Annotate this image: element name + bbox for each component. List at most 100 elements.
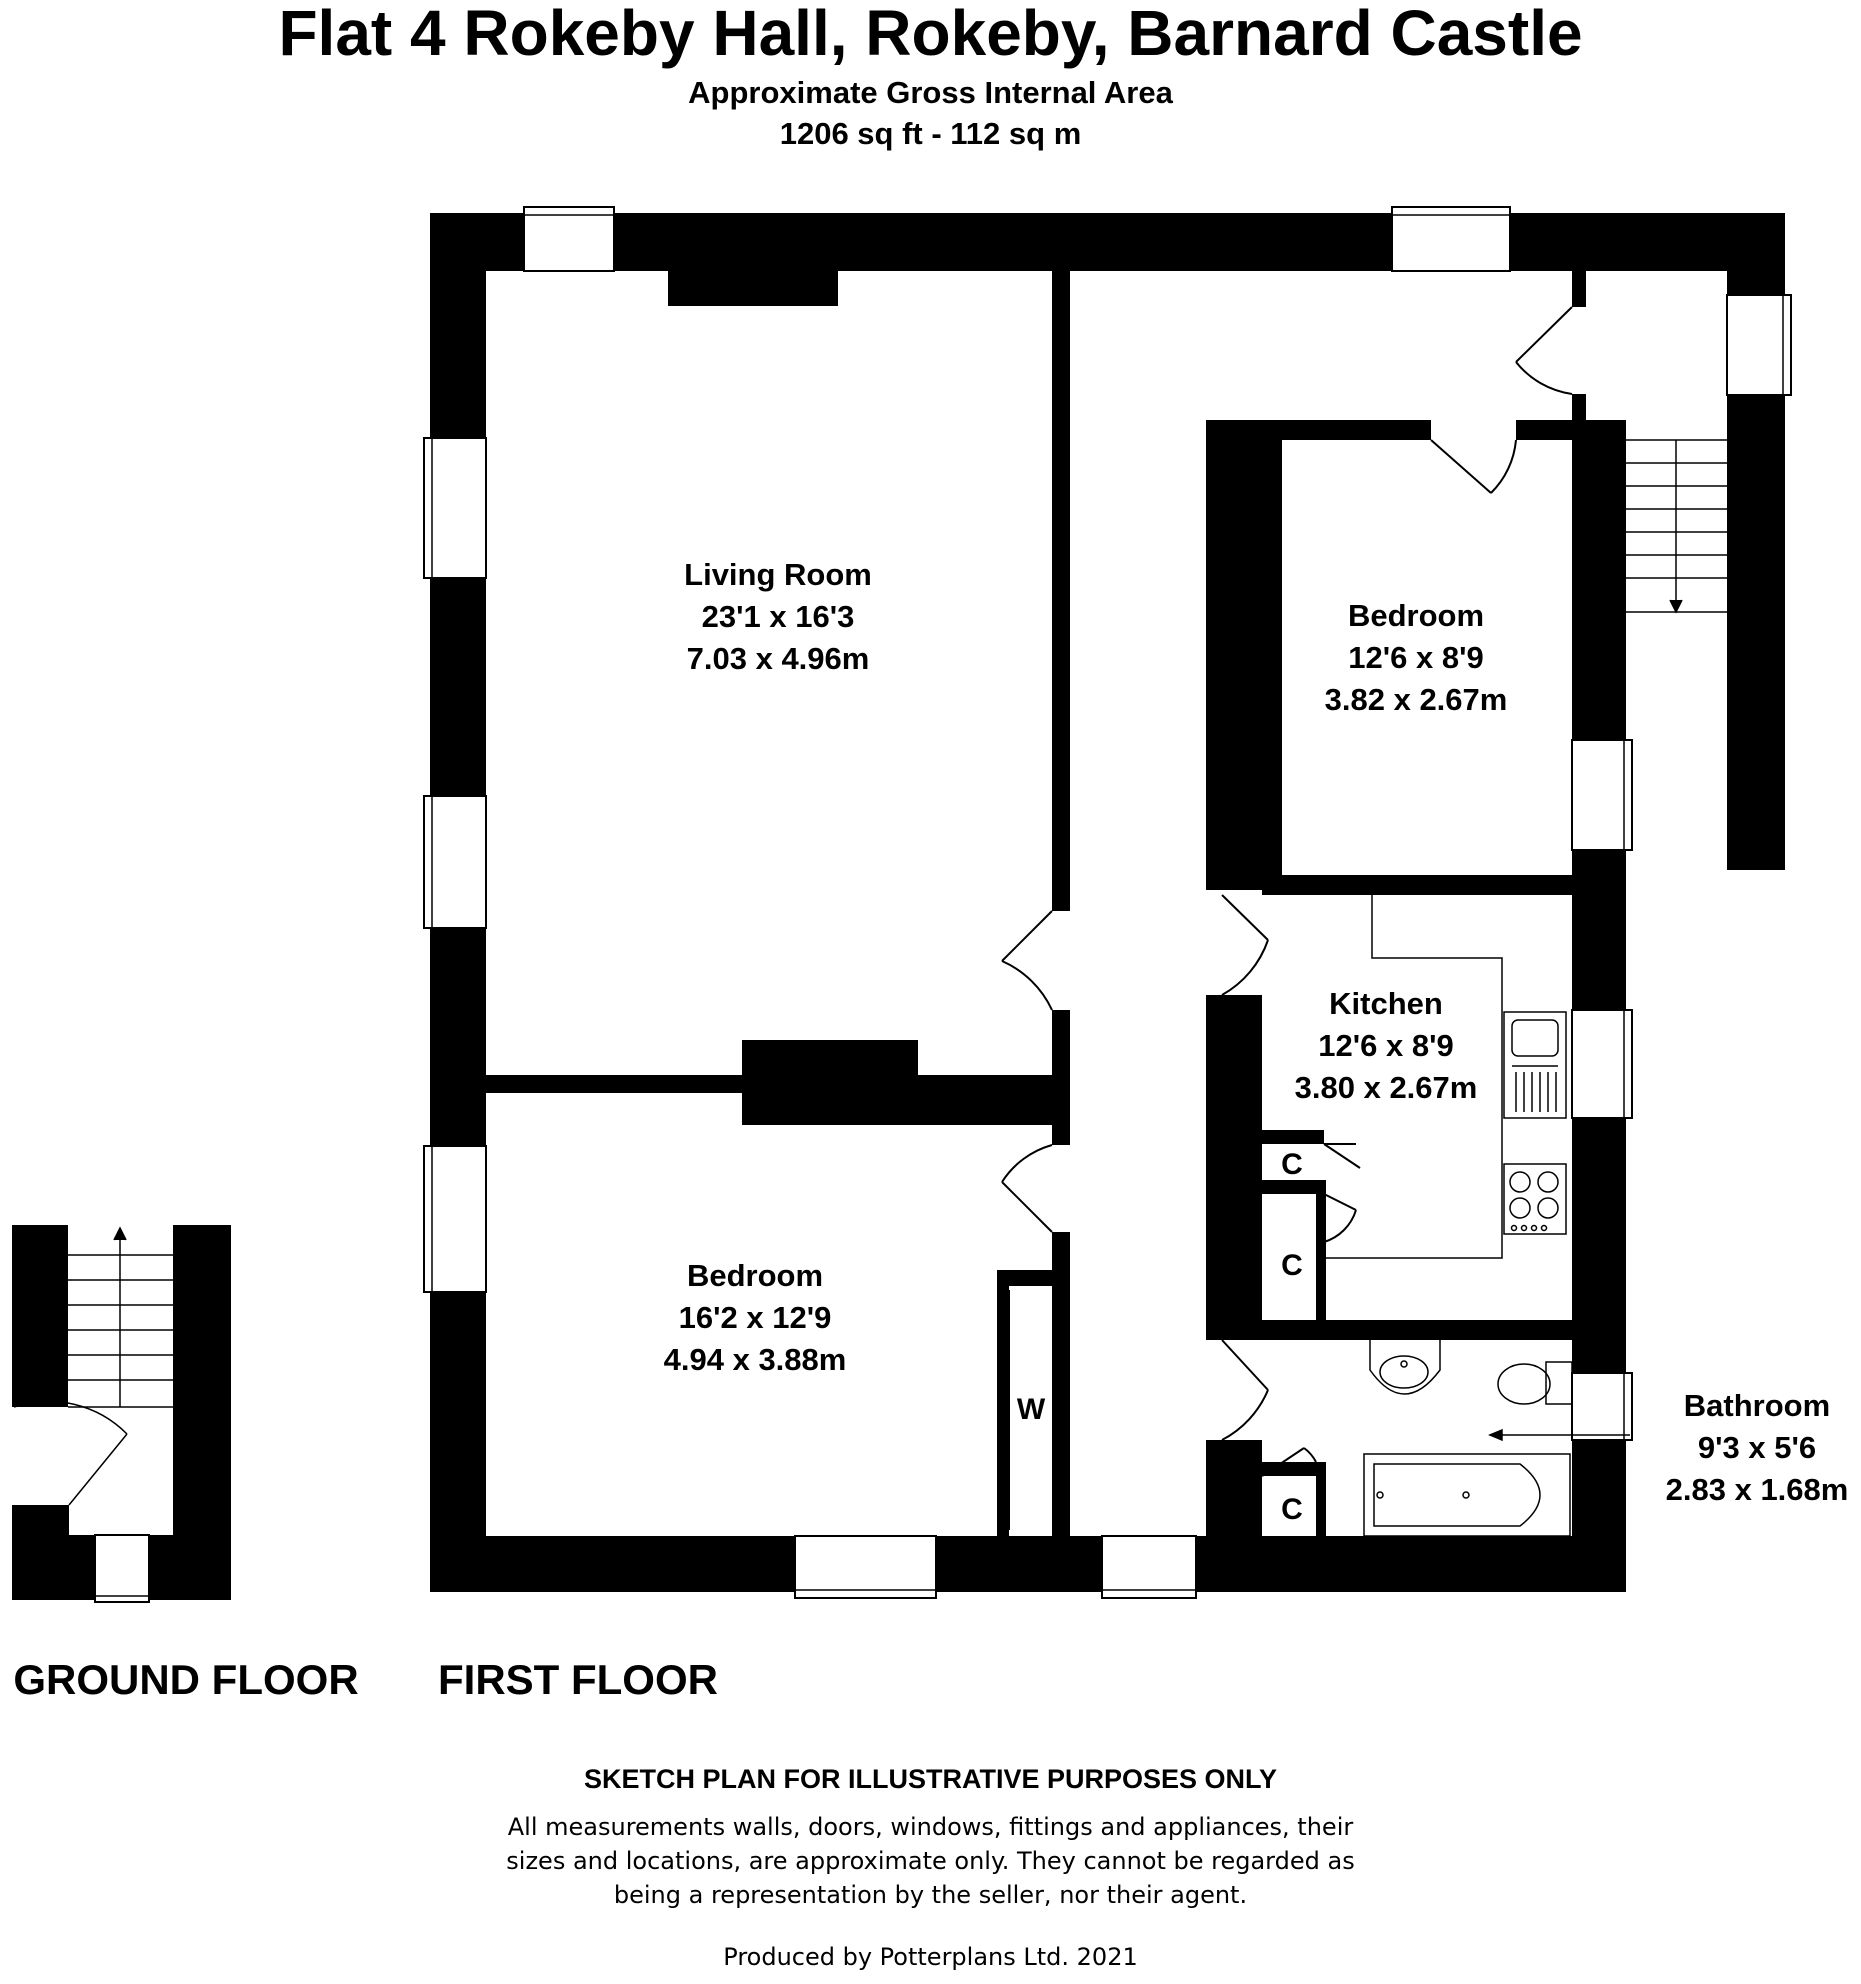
door-swing [1221,1339,1269,1441]
ground-floor-window [94,1534,150,1603]
wall [430,213,486,438]
chimney-breast [742,1040,918,1125]
wall [12,1225,68,1407]
wall [614,213,1392,271]
door-swing [1323,1193,1357,1243]
door-swing [1001,1144,1053,1233]
wall [1727,213,1785,295]
wall [1052,271,1070,911]
wall [1052,1010,1070,1125]
hob-icon [1503,1163,1567,1235]
wall [1262,420,1282,875]
disclaimer-line: sizes and locations, are approximate onl… [506,1847,1355,1875]
living-room-name: Living Room [684,557,872,592]
wall [1206,1440,1262,1592]
window-panes [431,214,1784,1591]
wall [1196,1536,1626,1592]
wall [997,1270,1009,1536]
wall [1316,1462,1326,1536]
bedroom-front-metric: 3.82 x 2.67m [1325,682,1508,717]
bath-icon [1363,1453,1571,1537]
area-value: 1206 sq ft - 112 sq m [779,116,1082,151]
door-swing [1323,1143,1361,1169]
wall [1052,1125,1070,1145]
wall [1052,1232,1070,1592]
toilet-icon [1545,1361,1573,1405]
wall [12,1535,95,1600]
bedroom-rear-metric: 4.94 x 3.88m [664,1342,847,1377]
disclaimer-line: being a representation by the seller, no… [613,1881,1248,1909]
door-swing [1221,894,1269,996]
first-floor-label: FIRST FLOOR [438,1656,718,1703]
first-floor-walls [430,213,1785,1592]
kitchen-fittings [1326,895,1567,1259]
stairs-ground-floor [13,1226,173,1506]
wardrobe-label: W [1017,1393,1046,1426]
cupboard-label: C [1281,1249,1303,1282]
stairs-first-floor [1626,439,1727,614]
cupboard-label: C [1281,1493,1303,1526]
producer-credit: Produced by Potterplans Ltd. 2021 [723,1943,1138,1971]
window [423,437,487,579]
ground-floor-walls [12,1225,231,1600]
bathroom-name: Bathroom [1684,1388,1830,1423]
sink-icon [1503,1011,1567,1119]
page-title: Flat 4 Rokeby Hall, Rokeby, Barnard Cast… [278,0,1583,69]
wall [1206,420,1431,440]
bathroom-metric: 2.83 x 1.68m [1666,1472,1849,1507]
wall [1262,1180,1324,1194]
window [1726,294,1792,396]
window [423,795,487,929]
basin-icon [1369,1340,1441,1395]
disclaimer-line: All measurements walls, doors, windows, … [507,1813,1354,1841]
window [1391,206,1511,272]
bedroom-front-imperial: 12'6 x 8'9 [1348,640,1483,675]
wall [430,928,486,1146]
wall [1316,1242,1326,1320]
living-room-metric: 7.03 x 4.96m [687,641,870,676]
bedroom-rear-imperial: 16'2 x 12'9 [679,1300,832,1335]
wall [1727,395,1785,870]
room-labels: Living Room 23'1 x 16'3 7.03 x 4.96m Bed… [13,557,1848,1703]
window [523,206,615,272]
windows [423,206,1792,1599]
wall [1572,850,1626,1010]
wall [1572,271,1586,307]
window [1571,1009,1633,1119]
wall [997,1270,1052,1286]
door-swing [1515,306,1573,395]
window [1571,1372,1633,1441]
wall [1262,1320,1626,1340]
doors [1001,306,1573,1530]
bathroom-imperial: 9'3 x 5'6 [1698,1430,1816,1465]
bathroom-fittings [1363,1340,1630,1537]
door-swing [1430,439,1517,494]
wall [486,1075,742,1093]
wall [936,1536,1102,1592]
window [1571,739,1633,851]
window [423,1145,487,1293]
disclaimer-body: All measurements walls, doors, windows, … [0,1810,1861,1912]
bedroom-front-name: Bedroom [1348,598,1484,633]
wall [1262,875,1626,895]
door-swing [13,1400,128,1506]
area-label: Approximate Gross Internal Area [688,75,1173,110]
cupboard-label: C [1281,1148,1303,1181]
window [794,1535,937,1599]
living-room-imperial: 23'1 x 16'3 [702,599,855,634]
disclaimer-heading: SKETCH PLAN FOR ILLUSTRATIVE PURPOSES ON… [583,1764,1278,1794]
bedroom-rear-name: Bedroom [687,1258,823,1293]
wall [1206,995,1262,1340]
chimney-breast [918,1075,1058,1125]
chimney-breast [668,271,838,306]
wall [1206,420,1262,890]
wall [1572,1440,1626,1592]
wall [1262,1130,1324,1144]
door-swing [1261,1447,1317,1477]
kitchen-metric: 3.80 x 2.67m [1295,1070,1478,1105]
window [94,1534,150,1603]
kitchen-name: Kitchen [1329,986,1443,1021]
wall [1572,420,1626,740]
